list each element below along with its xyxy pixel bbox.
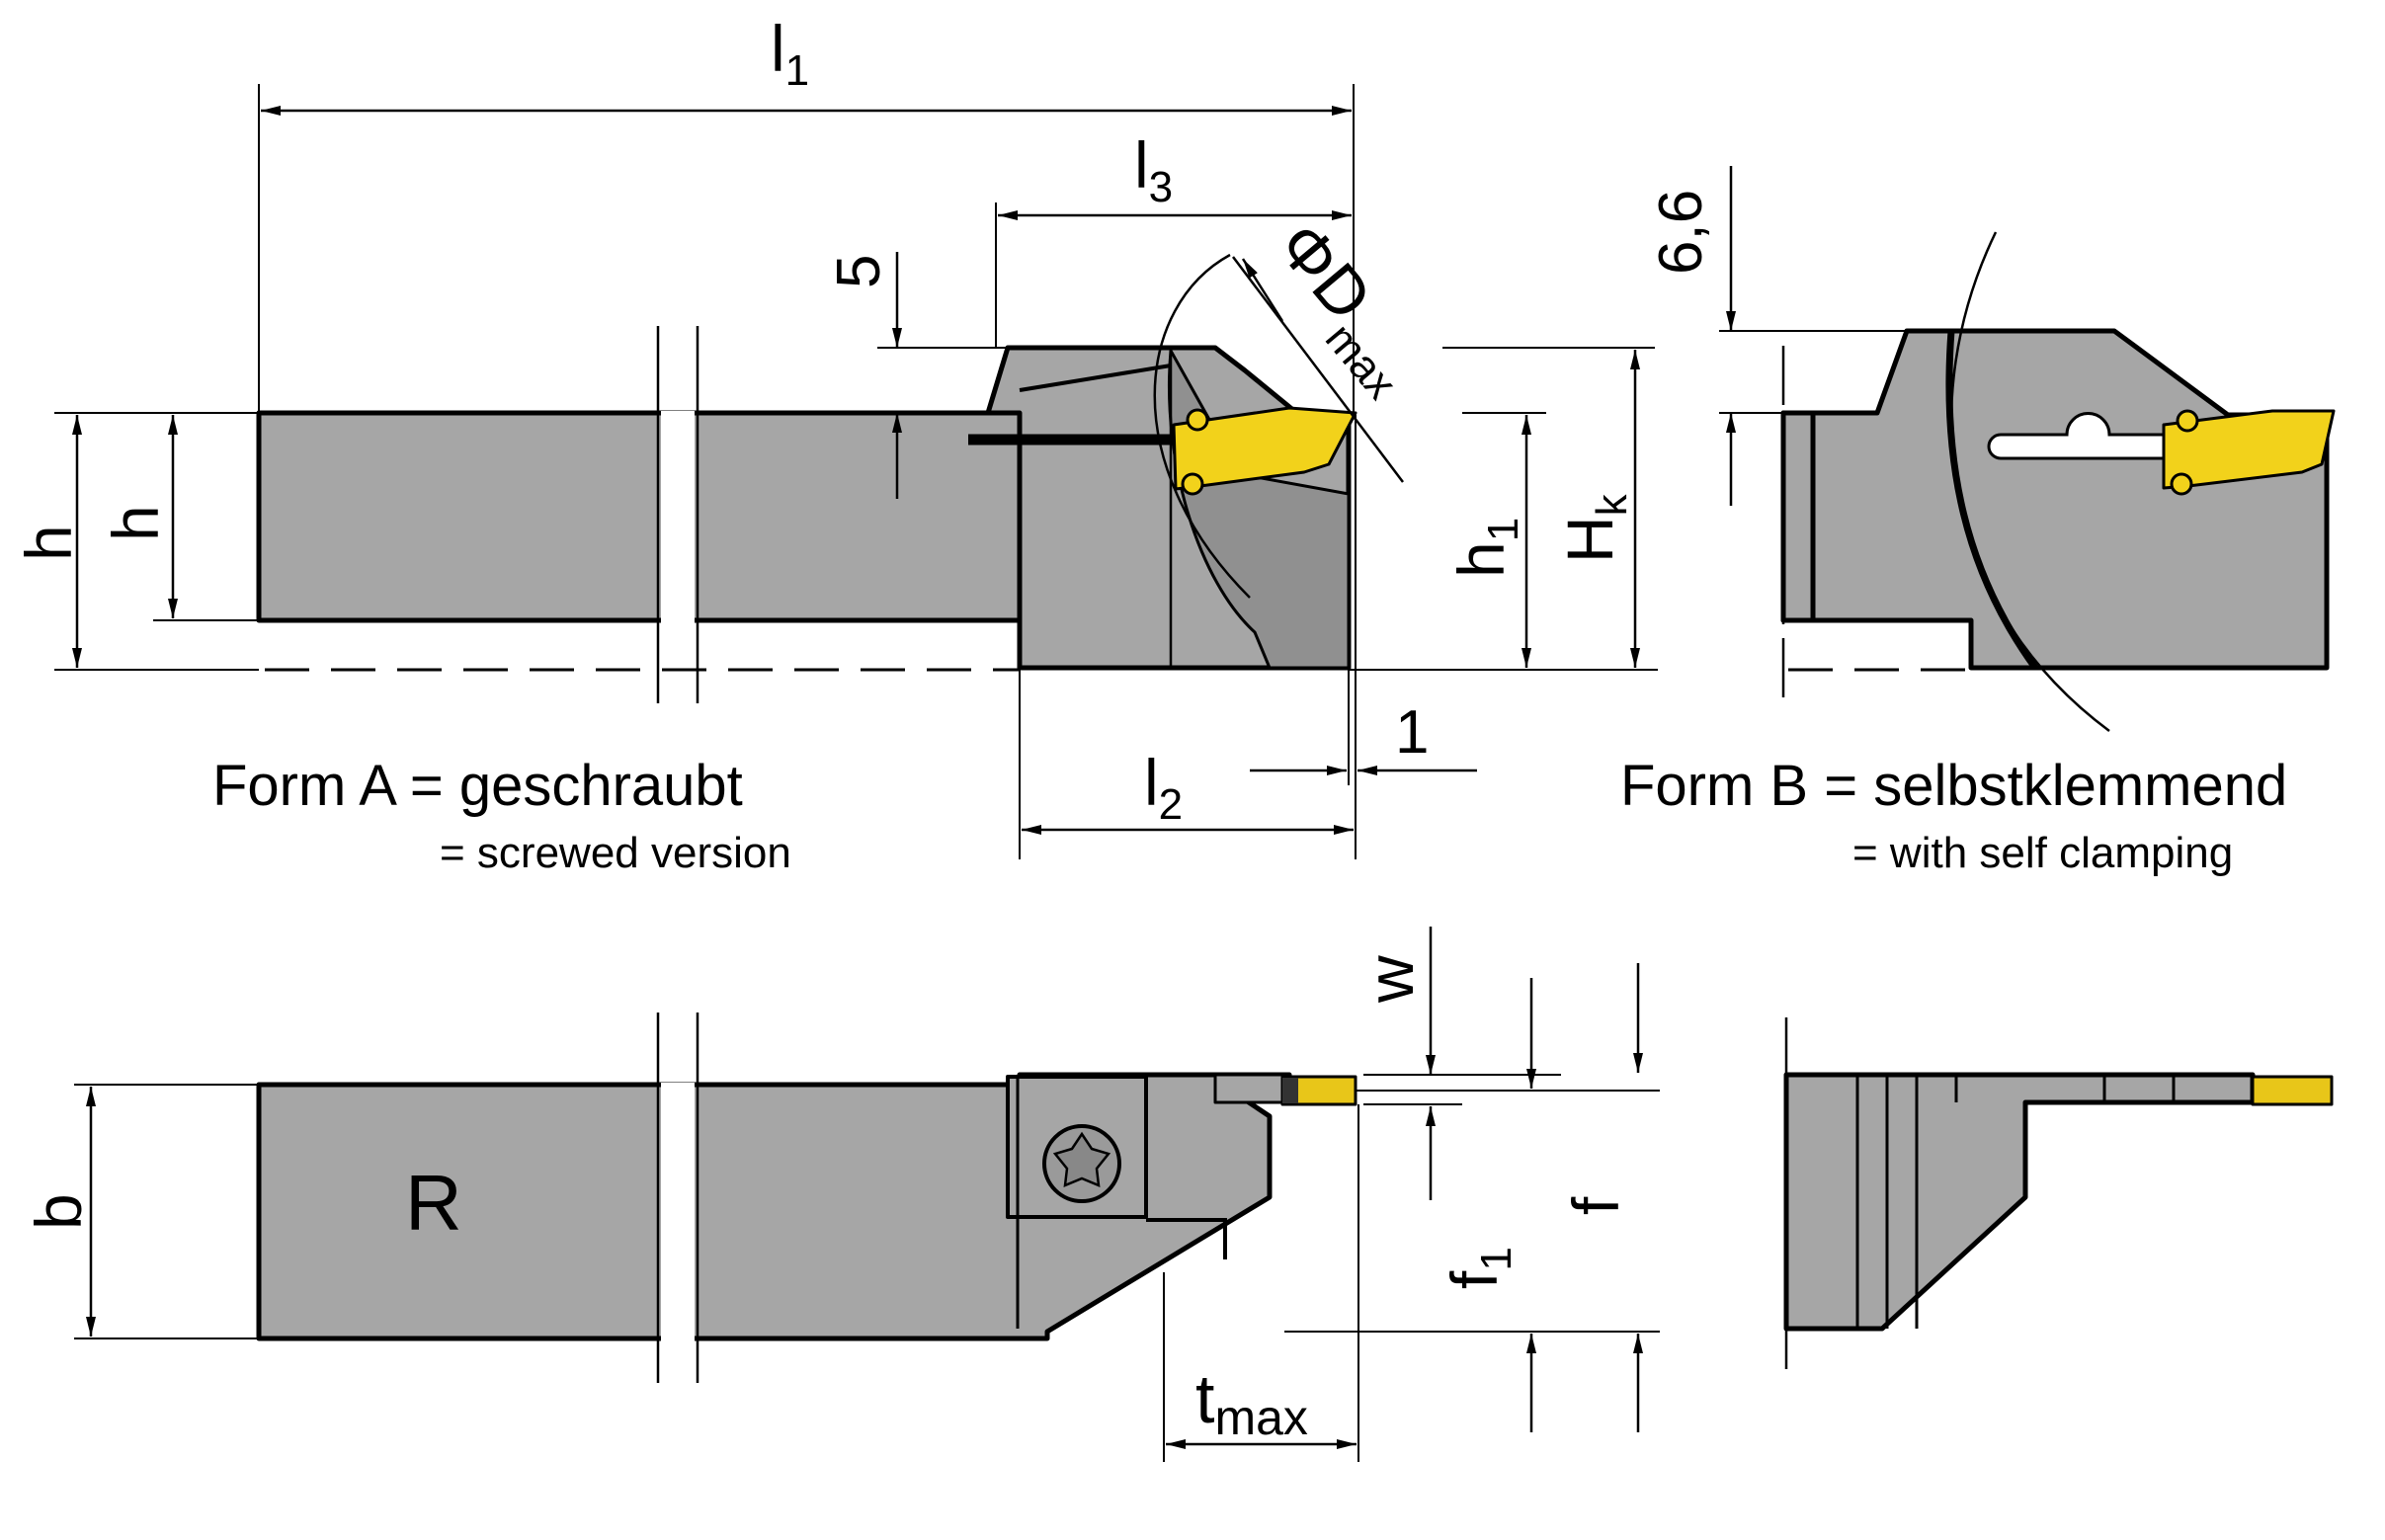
- caption-form-b: Form B = selbstklemmend: [1620, 754, 2287, 818]
- dim-1-label: 1: [1395, 698, 1429, 767]
- dim-5-label: 5: [825, 255, 893, 288]
- dim-f1-label: f1: [1438, 1247, 1521, 1289]
- dim-l1-label: l1: [771, 12, 809, 95]
- form-b-top-view: [1783, 1017, 2334, 1383]
- torx-icon: [1052, 1131, 1111, 1187]
- form-a-dimensions: l1 l3 5 h h ΦDmax h1 Hk: [12, 12, 1658, 859]
- form-b-dimensions: 6,6: [1647, 166, 1907, 711]
- form-b-shank-stub: [1780, 410, 1816, 623]
- captions: Form A = geschraubt = screwed version Fo…: [212, 754, 2287, 877]
- form-a-side-view: [256, 253, 1357, 703]
- hand-label-r: R: [405, 1159, 462, 1247]
- dim-f-label: f: [1559, 1196, 1632, 1215]
- dim-hk-label: Hk: [1553, 493, 1636, 563]
- dim-w-label: w: [1354, 955, 1427, 1004]
- form-b-cutting-insert: [2162, 409, 2336, 490]
- dim-l3-label: l3: [1134, 128, 1173, 211]
- dim-l2-label: l2: [1144, 746, 1183, 829]
- dim-h-outer-label: h: [12, 525, 85, 561]
- caption-form-b-en: = with self clamping: [1852, 829, 2233, 877]
- dim-b-label: b: [22, 1193, 95, 1230]
- form-a-blade-holder: [1213, 1073, 1291, 1104]
- form-b-body: [1780, 328, 2330, 671]
- form-b-side-view: [1780, 231, 2336, 733]
- dim-66-label: 6,6: [1647, 190, 1715, 275]
- form-b-top-insert: [2251, 1075, 2334, 1106]
- caption-form-a: Form A = geschraubt: [212, 754, 743, 818]
- dim-h-inner-label: h: [99, 505, 172, 541]
- form-a-top-view: R: [256, 1013, 1357, 1383]
- dim-tmax-label: tmax: [1195, 1360, 1308, 1445]
- bottom-dimensions: b w f1 f tmax: [22, 927, 1660, 1462]
- form-a-shank: [256, 410, 1023, 623]
- dim-h1-label: h1: [1444, 518, 1527, 578]
- caption-form-a-en: = screwed version: [440, 829, 791, 877]
- dim-dmax-label: ΦDmax: [1250, 208, 1439, 409]
- form-a-cutting-insert: [1172, 406, 1357, 491]
